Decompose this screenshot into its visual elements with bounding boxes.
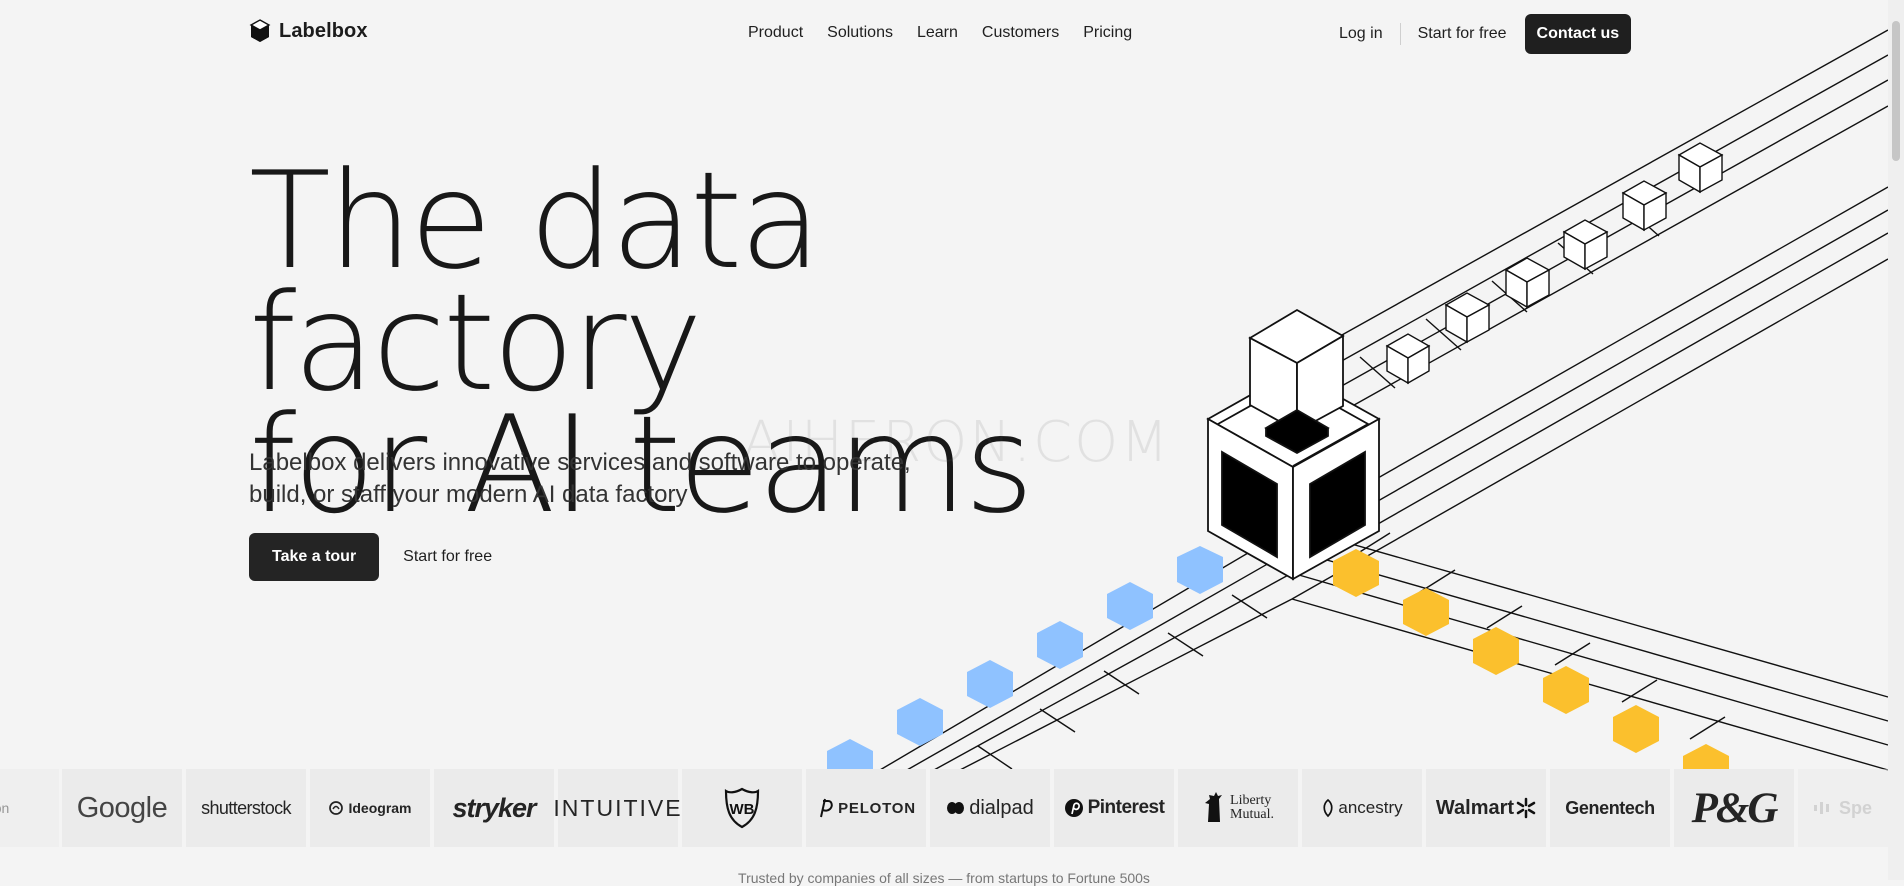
peloton-logo: PELOTON (816, 798, 916, 818)
pinterest-logo-text: Pinterest (1087, 797, 1165, 818)
logo-pinterest: Pinterest (1054, 769, 1174, 847)
customer-logo-strip: ion Google shutterstock Ideogram stryker… (0, 769, 1888, 849)
logo-peloton: PELOTON (806, 769, 926, 847)
logo-ancestry: ancestry (1302, 769, 1422, 847)
start-free-hero-link[interactable]: Start for free (403, 548, 493, 565)
top-navigation: Labelbox Product Solutions Learn Custome… (0, 0, 1888, 68)
liberty-mutual-text: Liberty Mutual. (1230, 794, 1274, 822)
stryker-logo-text: stryker (452, 792, 536, 823)
pinterest-icon (1064, 799, 1083, 817)
hero-subtitle-line-2: build, or staff your modern AI data fact… (249, 481, 688, 508)
logo-walmart: Walmart (1426, 769, 1546, 847)
partial-left-logo-text: ion (0, 800, 10, 816)
liberty-statue-icon (1205, 792, 1223, 822)
ideogram-logo: Ideogram (328, 800, 412, 816)
liberty-mutual-logo: Liberty Mutual. (1202, 791, 1274, 825)
start-free-header-link[interactable]: Start for free (1417, 25, 1507, 42)
ideogram-logo-text: Ideogram (348, 800, 412, 816)
google-logo-text: Google (76, 791, 168, 824)
ancestry-logo-text: ancestry (1338, 798, 1403, 817)
brand-home-link[interactable]: Labelbox (249, 19, 368, 43)
hero-title-line-1: The data factory (249, 143, 822, 421)
liberty-line-2: Mutual. (1230, 807, 1274, 822)
logo-partial-right: Spe (1798, 769, 1888, 847)
brand-name: Labelbox (279, 19, 368, 42)
peloton-logo-text: PELOTON (838, 799, 916, 817)
nav-solutions[interactable]: Solutions (827, 24, 893, 41)
nav-learn[interactable]: Learn (916, 24, 958, 41)
hero-title: The data factory for AI teams (249, 143, 1249, 543)
walmart-logo: Walmart (1436, 797, 1536, 820)
nav-product[interactable]: Product (748, 24, 804, 41)
logo-warner-bros: WB (682, 769, 802, 847)
login-link[interactable]: Log in (1339, 25, 1383, 42)
factory-illustration (827, 29, 1889, 792)
ideogram-icon (329, 801, 344, 815)
logo-stryker: stryker (434, 769, 554, 847)
header-actions: Log in Start for free Contact us (1339, 14, 1632, 54)
dialpad-icon (947, 802, 965, 814)
genentech-logo-text: Genentech (1565, 797, 1655, 818)
dialpad-logo-text: dialpad (969, 796, 1034, 819)
dialpad-logo: dialpad (946, 797, 1034, 820)
logo-genentech: Genentech (1550, 769, 1670, 847)
nav-customers[interactable]: Customers (981, 24, 1060, 41)
trusted-caption: Trusted by companies of all sizes — from… (738, 870, 1150, 886)
hero-subtitle: Labelbox delivers innovative services an… (249, 447, 949, 511)
partial-right-logo: Spe (1814, 798, 1872, 819)
labelbox-cube-icon (249, 19, 271, 42)
shutterstock-logo-text: shutterstock (201, 797, 291, 818)
logo-partial-left: ion (0, 769, 59, 847)
logo-ideogram: Ideogram (310, 769, 430, 847)
take-tour-button[interactable]: Take a tour (249, 533, 380, 581)
watermark-text: AIHERON.COM (742, 410, 1171, 475)
peloton-icon (820, 798, 833, 818)
page-scrollbar[interactable] (1888, 0, 1904, 880)
logo-shutterstock: shutterstock (186, 769, 306, 847)
liberty-line-1: Liberty (1230, 793, 1272, 808)
walmart-spark-icon (1516, 797, 1536, 819)
partial-right-logo-text: Spe (1839, 797, 1873, 818)
contact-us-button[interactable]: Contact us (1524, 14, 1632, 54)
warner-bros-logo-icon: WB (724, 787, 760, 829)
header-divider (1399, 23, 1401, 45)
logo-dialpad: dialpad (930, 769, 1050, 847)
sound-bars-icon (1814, 802, 1829, 814)
nav-pricing[interactable]: Pricing (1083, 24, 1133, 41)
hero-subtitle-line-1: Labelbox delivers innovative services an… (249, 449, 911, 476)
wb-logo-text: WB (730, 801, 755, 818)
walmart-logo-text: Walmart (1435, 796, 1515, 819)
intuitive-logo-text: INTUITIVE (553, 794, 683, 821)
ancestry-logo: ancestry (1321, 798, 1403, 818)
logo-liberty-mutual: Liberty Mutual. (1178, 769, 1298, 847)
logo-intuitive: INTUITIVE (553, 769, 681, 847)
main-navigation: Product Solutions Learn Customers Pricin… (748, 24, 1132, 42)
ancestry-leaf-icon (1323, 798, 1333, 818)
pg-logo-text: P&G (1691, 784, 1779, 832)
hero-actions: Take a tour Start for free (249, 533, 492, 581)
scrollbar-thumb[interactable] (1892, 21, 1900, 161)
pinterest-logo: Pinterest (1064, 797, 1165, 819)
hero-title-line-2: for AI teams (249, 387, 1034, 543)
logo-pg: P&G (1674, 769, 1794, 847)
logo-google: Google (62, 769, 182, 847)
factory-line-art (827, 29, 1889, 792)
